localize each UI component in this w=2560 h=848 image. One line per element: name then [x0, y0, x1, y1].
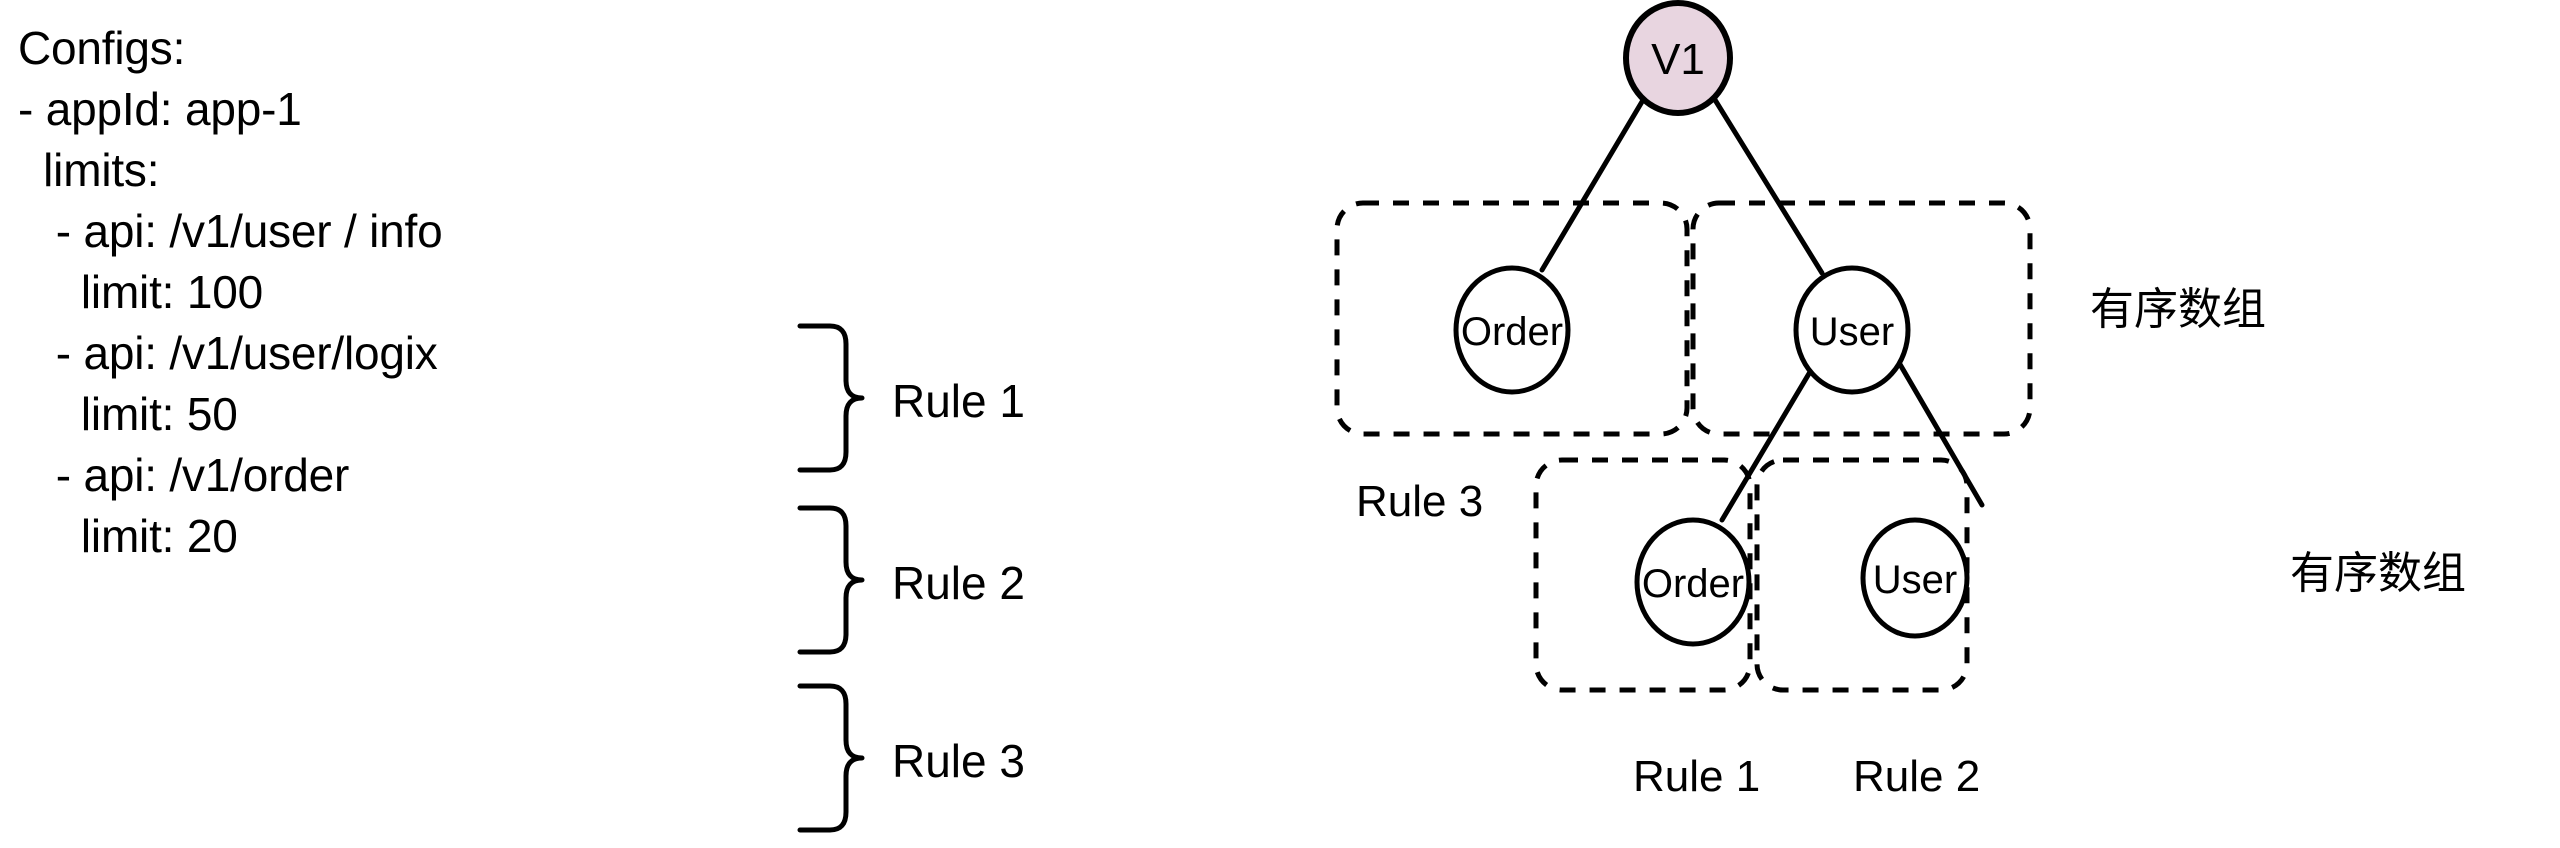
brace-label-rule-3: Rule 3: [892, 735, 1025, 787]
config-line-0: Configs:: [18, 22, 186, 74]
edge-user-to-order: [1719, 342, 1829, 523]
node-label-level3-order: Order: [1641, 562, 1745, 606]
config-line-7: - api: /v1/order: [18, 449, 350, 501]
edge-root-to-order: [1539, 92, 1649, 273]
brace-label-rule-2: Rule 2: [892, 557, 1025, 609]
config-line-5: - api: /v1/user/logix: [18, 327, 438, 379]
node-label-level3-user: User: [1872, 558, 1958, 602]
annotation-level2-ordered-array: 有序数组: [2090, 284, 2266, 335]
config-line-2: limits:: [18, 144, 160, 196]
tree-caption-rule-2: Rule 2: [1853, 752, 1981, 801]
config-line-8: limit: 20: [18, 510, 238, 562]
config-line-4: limit: 100: [18, 266, 263, 318]
node-label-level2-order: Order: [1460, 310, 1564, 354]
tree-caption-rule-1: Rule 1: [1633, 752, 1761, 801]
tree-edges: [1539, 92, 1985, 523]
node-label-level2-user: User: [1809, 310, 1895, 354]
node-label-root-v1: V1: [1651, 35, 1705, 84]
annotation-level3-ordered-array: 有序数组: [2290, 548, 2466, 599]
config-listing: Configs: - appId: app-1 limits: - api: /…: [18, 18, 778, 567]
edge-user-to-user: [1877, 327, 1985, 508]
dashed-group-boxes: [1334, 200, 2033, 693]
brace-rule-3: [797, 683, 865, 833]
tree-group-label-rule-3: Rule 3: [1356, 477, 1484, 526]
config-line-6: limit: 50: [18, 388, 238, 440]
config-line-1: - appId: app-1: [18, 83, 302, 135]
brace-group: [797, 323, 865, 833]
brace-rule-1: [797, 323, 865, 473]
config-line-3: - api: /v1/user / info: [18, 205, 443, 257]
brace-rule-2: [797, 505, 865, 655]
edge-root-to-user: [1709, 92, 1825, 276]
brace-label-rule-1: Rule 1: [892, 375, 1025, 427]
